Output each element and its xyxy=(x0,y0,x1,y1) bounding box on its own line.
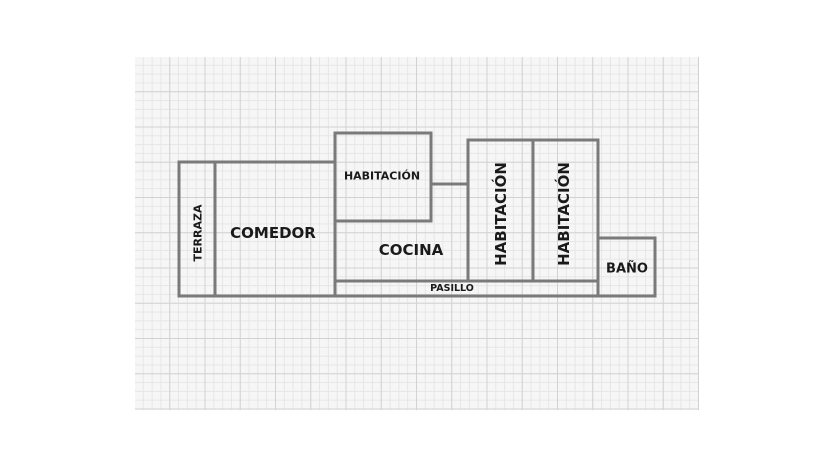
label-habitacion-3: HABITACIÓN xyxy=(554,162,573,266)
label-habitacion-2: HABITACIÓN xyxy=(491,162,510,266)
label-bano: BAÑO xyxy=(606,261,648,277)
label-terraza: TERRAZA xyxy=(192,204,205,261)
room-cocina xyxy=(429,182,468,221)
room-habitacion-1 xyxy=(333,131,433,223)
label-habitacion-1: HABITACIÓN xyxy=(344,170,420,183)
room-bano xyxy=(596,236,657,298)
room-comedor xyxy=(213,160,337,298)
label-cocina: COCINA xyxy=(379,241,444,259)
label-comedor: COMEDOR xyxy=(230,224,316,242)
grid-paper-background xyxy=(135,57,699,410)
label-pasillo: PASILLO xyxy=(430,283,474,294)
